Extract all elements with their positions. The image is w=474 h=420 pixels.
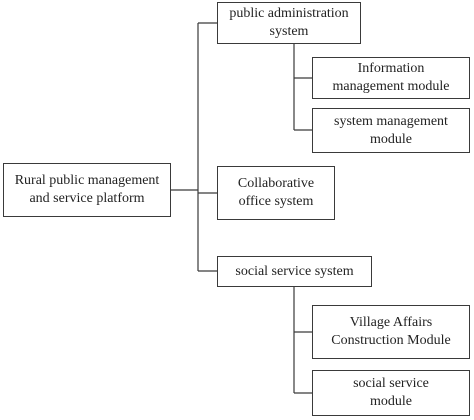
node-rural-platform: Rural public management and service plat… xyxy=(3,163,171,217)
node-collaborative-office-system: Collaborative office system xyxy=(217,166,335,220)
node-village-affairs-construction-module: Village Affairs Construction Module xyxy=(312,305,470,359)
node-social-service-system: social service system xyxy=(217,256,372,287)
node-social-service-module: social service module xyxy=(312,370,470,416)
node-system-management-module: system management module xyxy=(312,108,470,153)
node-information-management-module: Information management module xyxy=(312,57,470,99)
node-public-administration-system: public administration system xyxy=(217,2,361,44)
